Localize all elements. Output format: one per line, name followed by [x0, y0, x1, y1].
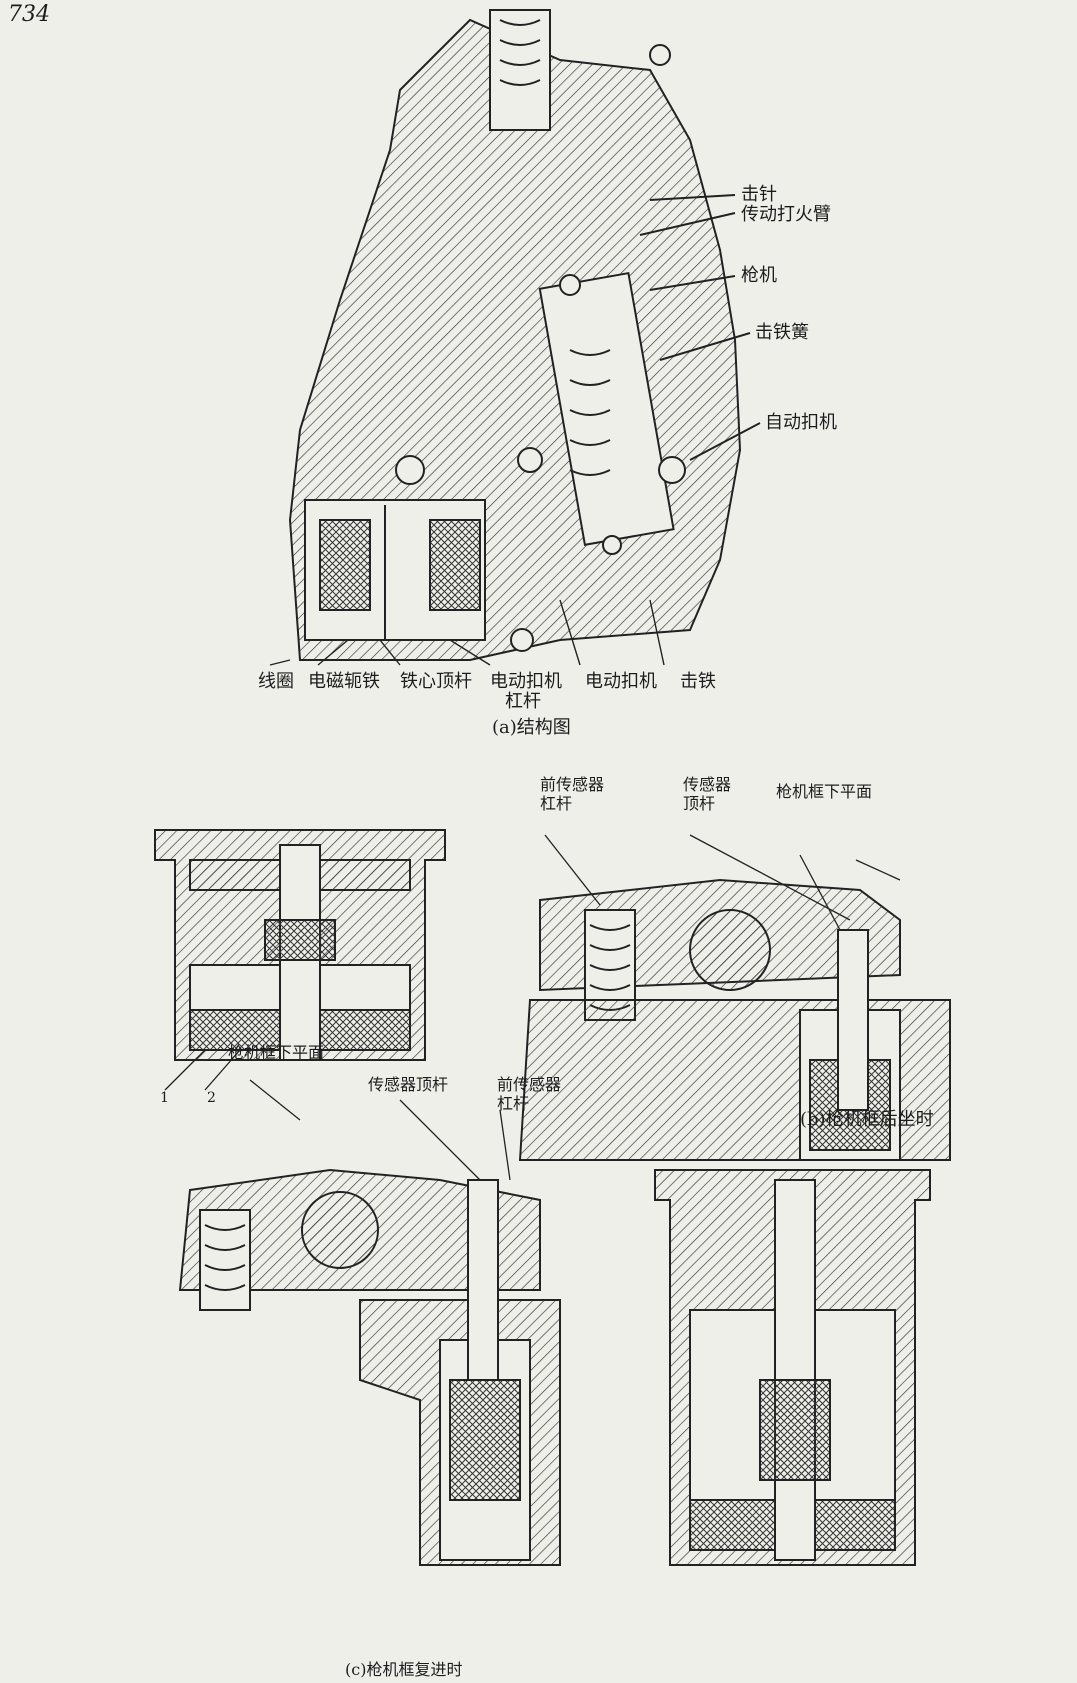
caption-b: (b)枪机框后坐时	[800, 1109, 934, 1130]
figure-b-right-drawing	[518, 834, 951, 1161]
label-front-sensor-lever: 杠杆	[540, 794, 573, 813]
label-hammer: 击铁	[680, 671, 716, 692]
page-number: 734	[8, 2, 50, 27]
label-part-1: 1	[160, 1090, 169, 1106]
label-firing-arm: 传动打火臂	[741, 204, 831, 225]
label-c-front-sensor: 前传感器	[497, 1075, 562, 1094]
figure-b-left-drawing	[154, 829, 446, 1091]
label-c-front-sensor-lever: 杠杆	[497, 1094, 530, 1113]
label-sensor-pushrod: 顶杆	[683, 794, 716, 813]
figure-a-drawing	[269, 9, 761, 666]
label-core-pushrod: 铁心顶杆	[400, 671, 472, 692]
caption-a: (a)结构图	[492, 717, 571, 738]
label-firing-pin: 击针	[741, 184, 777, 205]
label-c-sensor-pushrod: 传感器顶杆	[368, 1075, 449, 1094]
label-bolt: 枪机	[741, 265, 777, 286]
label-bolt-carrier-bottom: 枪机框下平面	[776, 782, 873, 801]
label-sensor: 传感器	[683, 775, 732, 794]
figure-c-right-drawing	[654, 1169, 931, 1566]
label-auto-sear: 自动扣机	[765, 412, 837, 433]
caption-c: (c)枪机框复进时	[345, 1660, 463, 1679]
label-yoke: 电磁轭铁	[308, 671, 380, 692]
label-hammer-spring: 击铁簧	[755, 322, 809, 343]
figure-c-left-drawing	[178, 1079, 561, 1566]
label-lever: 杠杆	[505, 691, 541, 712]
label-coil: 线圈	[258, 671, 294, 692]
label-electric-sear: 电动扣机	[585, 671, 657, 692]
label-part-2: 2	[207, 1090, 216, 1106]
label-electric-sear-lever: 电动扣机	[490, 671, 562, 692]
label-c-bolt-carrier-bottom: 枪机框下平面	[228, 1043, 325, 1062]
label-front-sensor: 前传感器	[540, 775, 605, 794]
